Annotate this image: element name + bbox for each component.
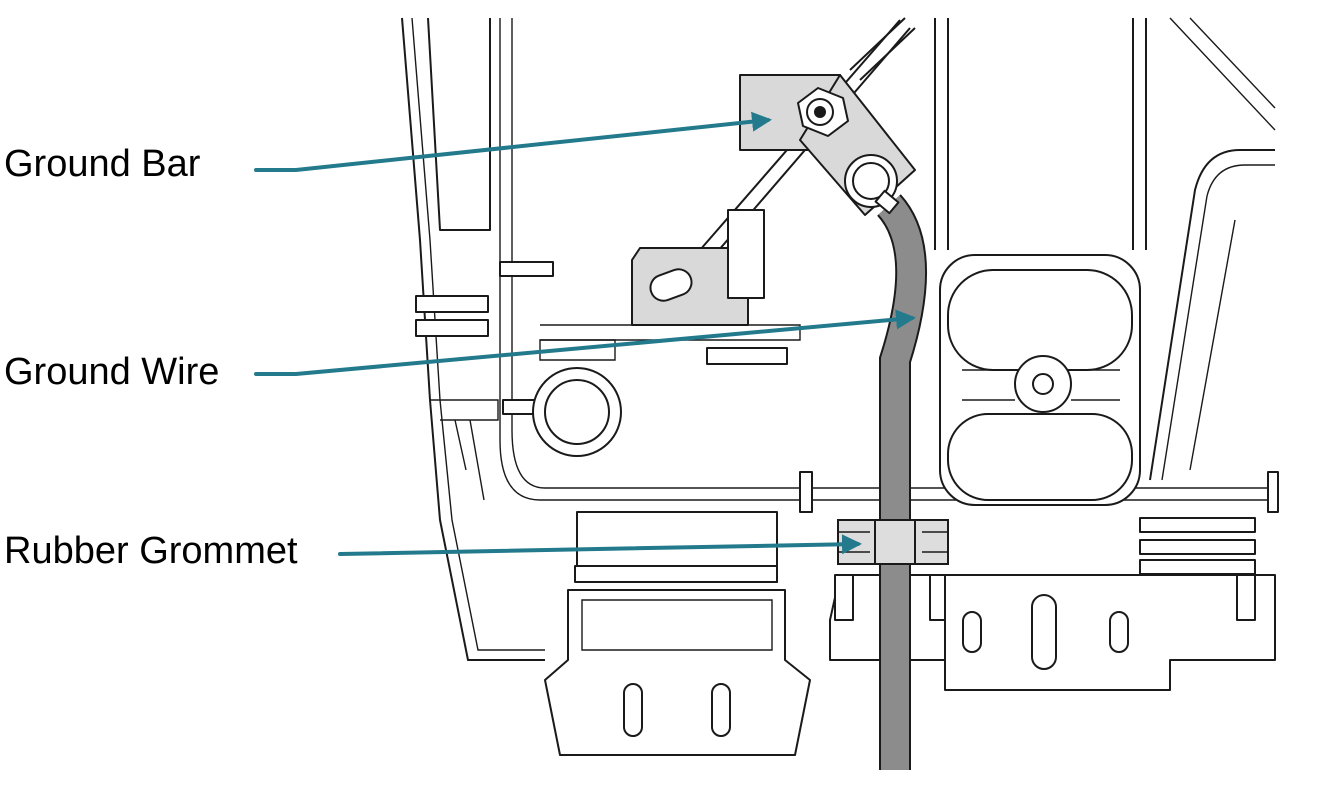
enclosure-right-frame <box>934 18 1275 506</box>
enclosure-left-wall <box>401 17 1275 661</box>
mounting-tab <box>631 209 765 326</box>
ground-wire <box>876 194 928 770</box>
bottom-conduit-fittings <box>544 471 1279 756</box>
rubber-grommet-label: Rubber Grommet <box>4 530 298 572</box>
cable-clamp-ring <box>532 324 801 457</box>
rubber-grommet <box>837 519 949 565</box>
ground-bar-label: Ground Bar <box>4 143 201 185</box>
leader-lines <box>254 111 916 556</box>
ground-bar <box>739 74 916 216</box>
rubber-grommet-leader <box>338 534 862 556</box>
ground-wire-label: Ground Wire <box>4 351 220 393</box>
ground-bar-leader <box>254 111 772 172</box>
ground-wire-leader <box>254 309 916 376</box>
